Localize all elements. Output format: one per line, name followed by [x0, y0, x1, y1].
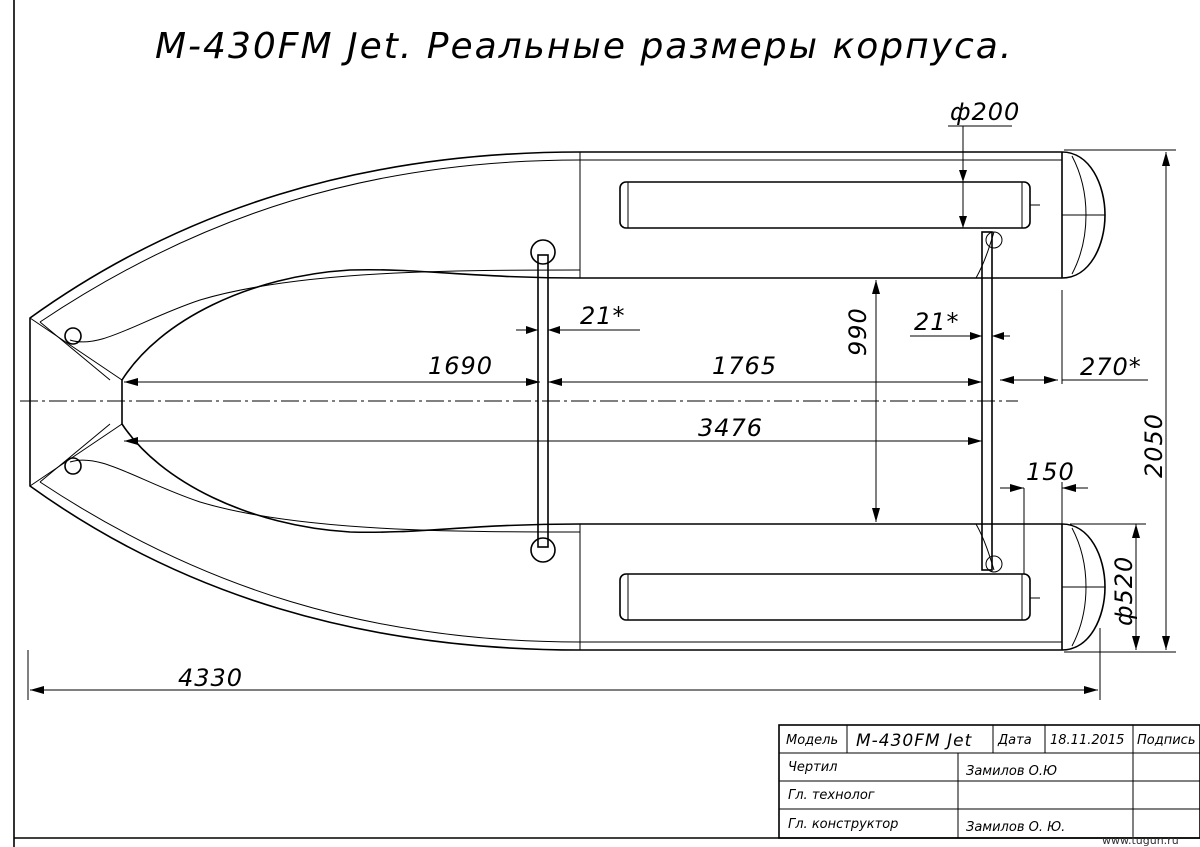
- dim-inner-width: [872, 280, 880, 522]
- tb-designer-label: Гл. конструктор: [788, 817, 898, 832]
- dim-offset-value: 150: [1026, 458, 1075, 486]
- dim-to-seat1-value: 1690: [428, 352, 493, 380]
- dim-overall-length: [27, 628, 1101, 700]
- tube-cone-top: [1061, 151, 1106, 279]
- drawing-title: М-430FM Jet. Реальные размеры корпуса.: [155, 26, 1013, 67]
- dim-diam-small-tube: [948, 125, 1012, 228]
- dim-diam-main-tube: [1070, 523, 1146, 650]
- tb-date-value: 18.11.2015: [1050, 733, 1124, 748]
- dim-inner-width-value: 990: [844, 307, 872, 356]
- tb-sign-label: Подпись: [1137, 733, 1195, 748]
- hull-outline: [29, 151, 1063, 651]
- dim-overall-length-value: 4330: [178, 664, 243, 692]
- dim-seat-spacing-value: 1765: [712, 352, 777, 380]
- watermark: www.tugun.ru: [1102, 834, 1179, 847]
- tb-model-value: М-430FM Jet: [856, 731, 973, 751]
- dim-seat-thickness-right: [910, 332, 1010, 340]
- dim-diam-small-tube-value: ф200: [950, 98, 1020, 126]
- sponson-bottom: [619, 573, 1040, 621]
- sponson-top: [619, 181, 1040, 229]
- tb-drew-name: Замилов О.Ю: [966, 764, 1057, 779]
- seat-1: [530, 239, 556, 563]
- dim-seat-thickness-left: [516, 326, 640, 334]
- dim-inner-length: [124, 437, 982, 445]
- dim-tube-cone-value: 270*: [1080, 353, 1142, 381]
- dim-seat-thickness-right-value: 21*: [914, 308, 960, 336]
- tb-tech-label: Гл. технолог: [788, 788, 875, 803]
- dim-inner-length-value: 3476: [698, 414, 763, 442]
- dim-tube-cone: [1000, 290, 1148, 384]
- tb-drew-label: Чертил: [788, 760, 838, 775]
- dim-overall-width: [1064, 149, 1176, 653]
- dim-overall-width-value: 2050: [1140, 413, 1168, 478]
- tb-date-label: Дата: [997, 733, 1032, 748]
- dim-seat-thickness-left-value: 21*: [580, 302, 626, 330]
- dim-offset: [1000, 482, 1088, 574]
- tube-cone-bottom: [1061, 523, 1106, 651]
- seat-2: [975, 231, 1003, 573]
- title-block: [14, 724, 1200, 839]
- tb-model-label: Модель: [786, 733, 838, 748]
- dim-to-seat1: [124, 378, 540, 386]
- dim-seat-spacing: [548, 378, 982, 386]
- tb-designer-name: Замилов О. Ю.: [966, 820, 1065, 835]
- dim-diam-main-tube-value: ф520: [1110, 556, 1138, 626]
